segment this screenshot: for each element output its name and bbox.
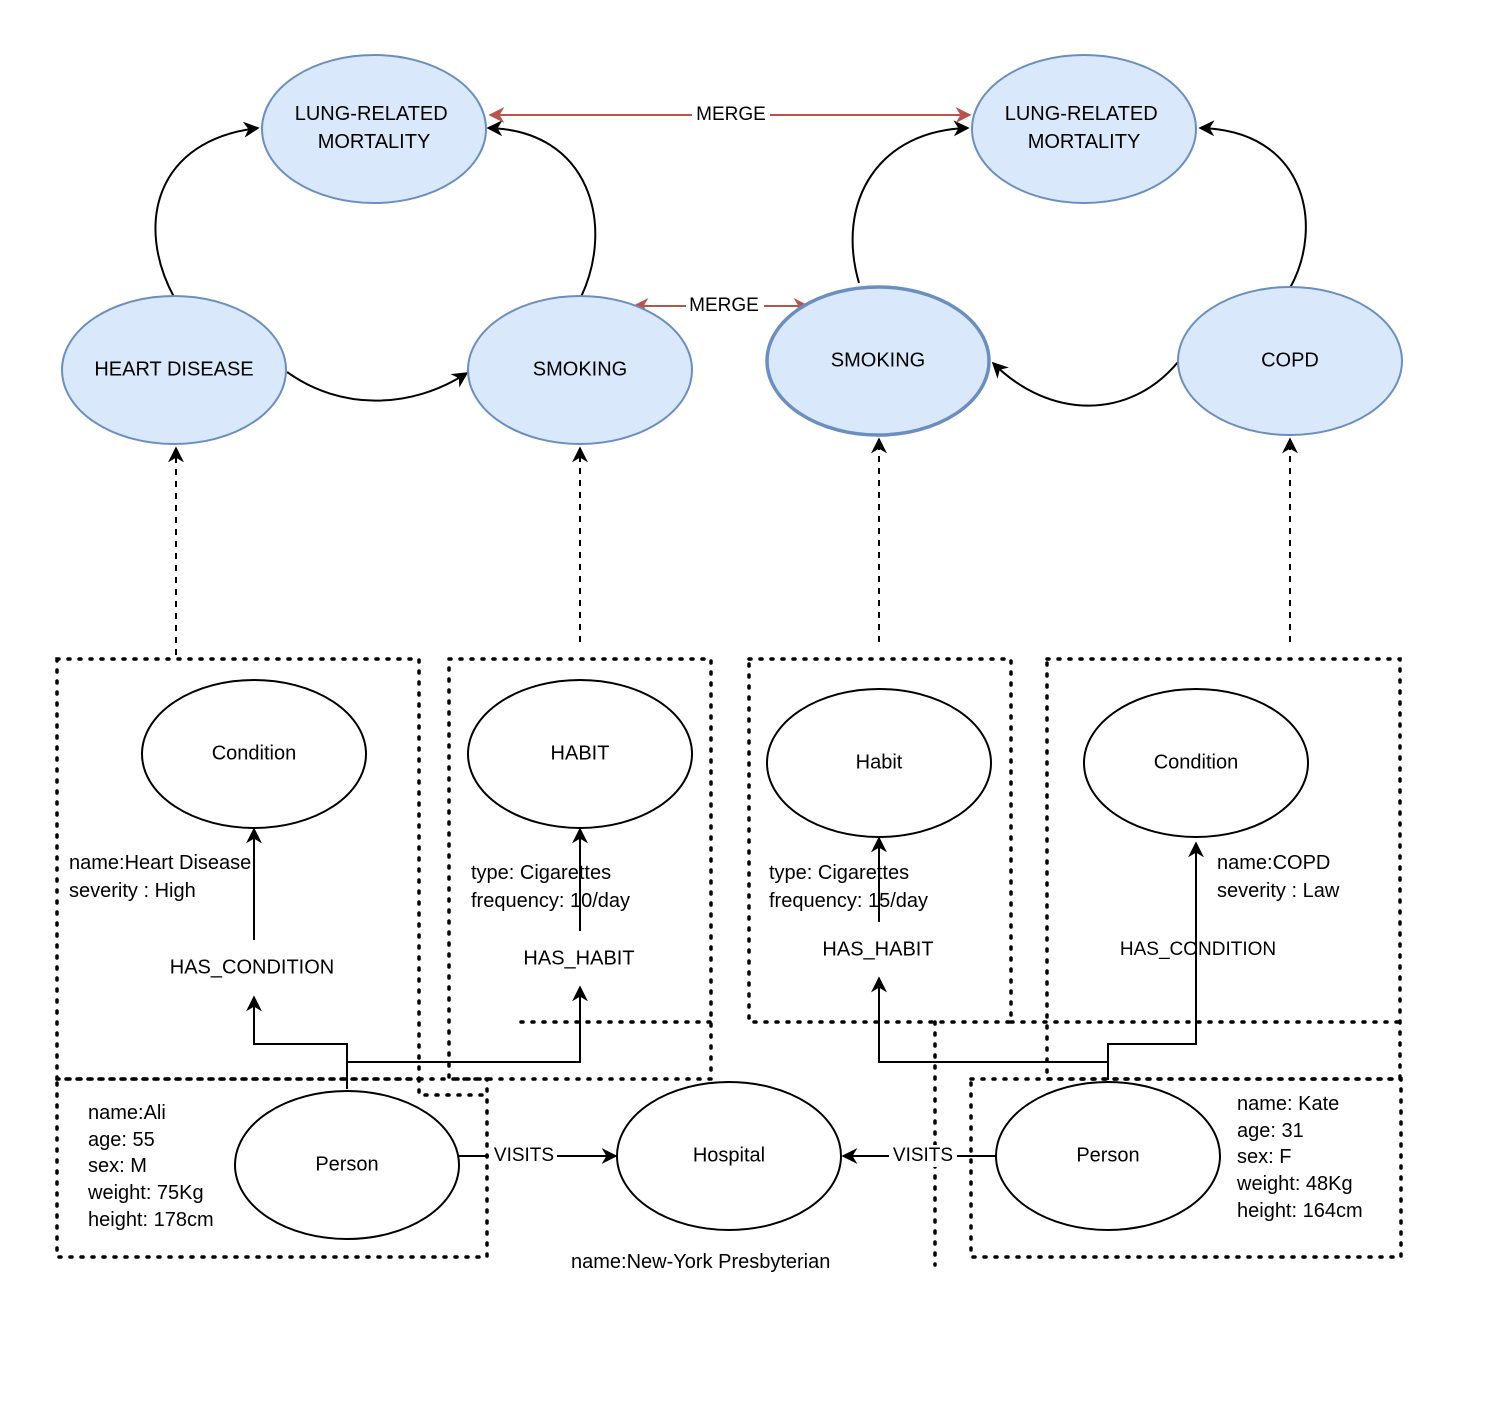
condition-left-label: Condition <box>212 742 297 764</box>
hospital-label: Hospital <box>693 1144 765 1166</box>
person-left-prop-sex: sex: M <box>88 1155 147 1177</box>
lung-mortality-right-label: LUNG-RELATED MORTALITY <box>1005 103 1164 153</box>
hospital-right-group-outline <box>933 1020 1402 1267</box>
has-condition-right-label: HAS_CONDITION <box>1120 939 1276 960</box>
habit-left-node[interactable]: HABIT <box>467 679 693 829</box>
person-left-node[interactable]: Person <box>234 1090 460 1240</box>
kate-has-habit-edge <box>871 976 1109 1080</box>
person-left-prop-age: age: 55 <box>88 1129 155 1151</box>
kate-has-condition-edge <box>1107 841 1204 1062</box>
has-condition-left-label: HAS_CONDITION <box>170 956 334 978</box>
ali-has-habit-edge <box>347 985 588 1063</box>
copd-to-mortality-edge <box>1198 120 1307 289</box>
smoking-left-label: SMOKING <box>533 358 627 380</box>
copd-label: COPD <box>1261 349 1319 371</box>
habit-right-label: Habit <box>856 751 903 773</box>
person-right-label: Person <box>1076 1144 1139 1166</box>
concept-nodes: LUNG-RELATED MORTALITY LUNG-RELATED MORT… <box>61 54 1403 445</box>
person-right-prop-sex: sex: F <box>1237 1146 1291 1168</box>
habit-right-group-box <box>747 657 1013 1024</box>
condition-right-node[interactable]: Condition <box>1083 688 1309 838</box>
habit-right-prop-type: type: Cigarettes <box>769 862 909 884</box>
person-right-prop-name: name: Kate <box>1237 1093 1339 1115</box>
habit-left-label: HABIT <box>551 742 610 764</box>
person-left-label: Person <box>315 1153 378 1175</box>
condition-left-props: name:Heart Disease severity : High <box>69 852 257 902</box>
condition-right-props: name:COPD severity : Law <box>1217 852 1340 902</box>
smoking-right-node[interactable]: SMOKING <box>765 285 991 437</box>
lung-mortality-right-line2: MORTALITY <box>1028 131 1141 153</box>
condition-left-node[interactable]: Condition <box>141 679 367 829</box>
kate-person-group-box <box>969 1077 1403 1259</box>
habit-left-group-box <box>447 657 713 1081</box>
hospital-prop-name: name:New-York Presbyterian <box>571 1251 830 1273</box>
ontology-edges <box>154 120 1307 407</box>
ali-person-group-box <box>55 1077 489 1259</box>
habit-left-prop-frequency: frequency: 10/day <box>471 890 630 912</box>
condition-right-prop-name: name:COPD <box>1217 852 1330 874</box>
heart-condition-group-box <box>55 657 421 1081</box>
smoking-to-mortality-left-edge <box>486 120 597 298</box>
lung-mortality-left-line1: LUNG-RELATED <box>295 103 448 125</box>
has-habit-left-label: HAS_HABIT <box>523 947 634 969</box>
ali-has-condition-edge <box>246 995 348 1089</box>
habit-right-prop-frequency: frequency: 15/day <box>769 890 928 912</box>
lung-mortality-left-label: LUNG-RELATED MORTALITY <box>295 103 454 153</box>
habit-right-props: type: Cigarettes frequency: 15/day <box>769 862 928 912</box>
merge-top-label: MERGE <box>696 104 766 125</box>
person-left-props: name:Ali age: 55 sex: M weight: 75Kg hei… <box>87 1102 214 1231</box>
heart-to-mortality-edge <box>154 121 260 298</box>
left-inner-link-outline <box>417 1020 713 1097</box>
condition-left-prop-severity: severity : High <box>69 880 196 902</box>
copd-node[interactable]: COPD <box>1177 286 1403 436</box>
edge-labels: HAS_CONDITION HAS_HABIT HAS_HABIT HAS_CO… <box>170 938 1276 1167</box>
lung-mortality-left-node[interactable]: LUNG-RELATED MORTALITY <box>261 54 487 204</box>
lung-mortality-right-node[interactable]: LUNG-RELATED MORTALITY <box>971 54 1197 204</box>
person-left-prop-weight: weight: 75Kg <box>87 1182 204 1204</box>
person-right-prop-height: height: 164cm <box>1237 1200 1363 1222</box>
condition-left-prop-name: name:Heart Disease <box>69 852 251 874</box>
property-blocks: name:Heart Disease severity : High type:… <box>69 852 1363 1273</box>
merge-edges: MERGE MERGE <box>488 103 972 318</box>
lung-mortality-right-line1: LUNG-RELATED <box>1005 103 1158 125</box>
visits-right-label: VISITS <box>893 1145 953 1166</box>
person-right-prop-weight: weight: 48Kg <box>1236 1173 1353 1195</box>
lung-mortality-left-line2: MORTALITY <box>318 131 431 153</box>
graph-edges <box>246 827 1204 1164</box>
condition-right-prop-severity: severity : Law <box>1217 880 1340 902</box>
graph-nodes: Condition HABIT Habit Condition Person H… <box>141 679 1309 1240</box>
visits-left-label: VISITS <box>494 1145 554 1166</box>
habit-left-prop-type: type: Cigarettes <box>471 862 611 884</box>
dashed-mappings <box>168 437 1298 655</box>
merge-middle-label: MERGE <box>689 295 759 316</box>
has-habit-right-label: HAS_HABIT <box>822 938 933 960</box>
heart-disease-label: HEART DISEASE <box>94 358 253 380</box>
group-boxes <box>55 657 1403 1267</box>
person-right-node[interactable]: Person <box>995 1081 1221 1231</box>
condition-right-label: Condition <box>1154 751 1239 773</box>
person-right-prop-age: age: 31 <box>1237 1120 1304 1142</box>
smoking-to-mortality-right-edge <box>851 120 970 284</box>
habit-left-props: type: Cigarettes frequency: 10/day <box>471 862 630 912</box>
person-left-prop-name: name:Ali <box>88 1102 166 1124</box>
habit-right-node[interactable]: Habit <box>766 688 992 838</box>
copd-to-smoking-edge <box>991 361 1179 407</box>
smoking-right-label: SMOKING <box>831 349 925 371</box>
person-right-props: name: Kate age: 31 sex: F weight: 48Kg h… <box>1236 1093 1363 1222</box>
person-left-prop-height: height: 178cm <box>88 1209 214 1231</box>
hospital-node[interactable]: Hospital <box>616 1081 842 1231</box>
heart-disease-node[interactable]: HEART DISEASE <box>61 295 287 445</box>
heart-to-smoking-edge <box>286 371 469 402</box>
smoking-left-node[interactable]: SMOKING <box>467 295 693 445</box>
